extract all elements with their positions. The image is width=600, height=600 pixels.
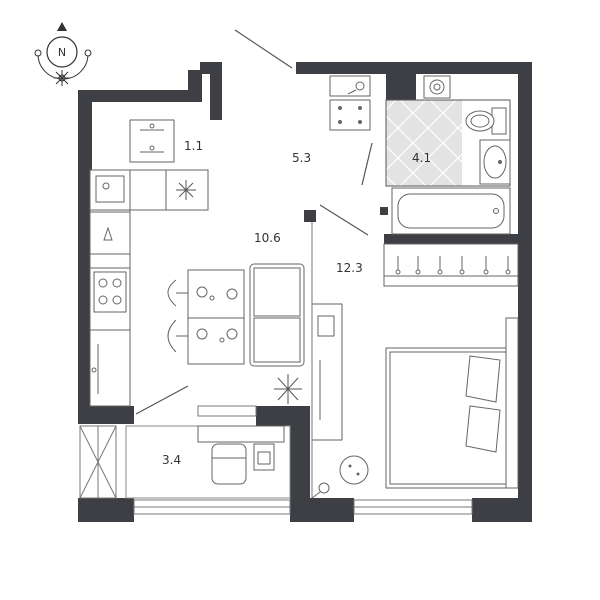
label-bathroom-area: 4.1	[412, 151, 431, 165]
label-corridor-storage-area: 1.1	[184, 139, 203, 153]
cooktop-icon	[93, 271, 127, 313]
sofa-icon	[249, 263, 305, 367]
door-bedroom	[319, 204, 369, 236]
wall-bathroom-stub	[380, 207, 388, 215]
office-chair-icon	[211, 443, 247, 485]
window-bedroom-bottom	[353, 499, 473, 515]
wall-right-exterior	[518, 62, 532, 522]
dining-table	[187, 269, 245, 365]
faucet-icon	[103, 226, 113, 241]
bedroom	[311, 222, 519, 499]
compass-circle	[46, 36, 78, 68]
label-bedroom-area: 12.3	[336, 261, 363, 275]
window-kitchen-balcony	[197, 405, 257, 417]
compass-sun-icon	[54, 70, 70, 86]
wall-bedroom-divider	[304, 210, 316, 222]
toilet-icon	[465, 107, 507, 135]
wall-bathroom-bottom	[384, 234, 520, 244]
window-balcony-left	[79, 425, 117, 499]
bathroom-tile-pattern	[386, 100, 462, 186]
doors	[135, 29, 373, 415]
place-setting-icons	[196, 286, 238, 343]
compass-north-label: N	[58, 46, 66, 59]
hallway-fixtures	[129, 75, 371, 163]
compass-north-arrow-icon	[57, 22, 67, 31]
bathtub-icon	[391, 187, 511, 235]
tv-stand-icon	[311, 303, 343, 441]
sink-icon	[479, 139, 511, 185]
wall-bottom-left	[78, 498, 134, 522]
label-balcony-area: 3.4	[162, 453, 181, 467]
ventilation-icon	[423, 75, 451, 99]
wall-balcony-right	[290, 406, 310, 522]
door-entrance	[234, 29, 293, 69]
desk-icon	[197, 425, 285, 471]
window-balcony-bottom	[133, 499, 291, 515]
wall-balcony-top-left	[78, 406, 134, 424]
bathroom	[385, 75, 511, 235]
corner-sink-icon	[89, 169, 131, 211]
windows	[79, 405, 473, 515]
label-hallway-area: 5.3	[292, 151, 311, 165]
fridge-icon	[129, 169, 209, 211]
room-labels: 1.1 5.3 4.1 10.6 12.3 3.4	[162, 139, 431, 467]
wall-kitchen-pillar	[210, 62, 222, 120]
compass: N	[34, 22, 92, 86]
stove-top-icon	[329, 99, 371, 131]
rug-icon	[339, 455, 369, 485]
mirror-icon	[311, 444, 330, 499]
kitchen	[89, 169, 209, 407]
plant-icon	[274, 374, 302, 404]
balcony	[125, 425, 291, 499]
wall-left-exterior	[78, 90, 92, 424]
shelf-unit	[129, 119, 175, 163]
compass-west-dot	[34, 49, 42, 57]
compass-east-dot	[84, 49, 92, 57]
label-kitchen-living-area: 10.6	[254, 231, 281, 245]
wall-top-left	[78, 90, 188, 102]
wall-entrance-stub	[188, 70, 202, 102]
bathroom-tile-floor	[386, 100, 462, 186]
washing-machine-icon	[329, 75, 371, 97]
oven-handle-icon	[91, 344, 99, 394]
chair-icon	[167, 279, 188, 353]
door-bathroom	[361, 142, 373, 186]
wardrobe-icon	[383, 243, 519, 287]
bed-icon	[385, 317, 519, 489]
wall-bottom-right	[472, 498, 532, 522]
dining-area	[167, 263, 305, 404]
door-balcony	[135, 385, 189, 415]
